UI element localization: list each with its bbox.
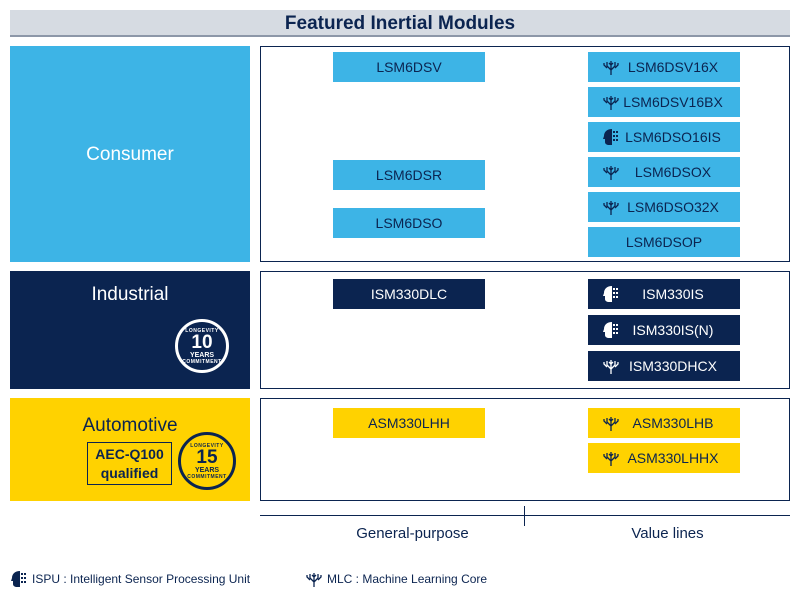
product-label: ASM330LHB bbox=[632, 415, 714, 431]
automotive-panel bbox=[260, 398, 790, 501]
longevity-10-badge: LONGEVITY 10 YEARS COMMITMENT bbox=[175, 319, 229, 373]
ispu-icon bbox=[10, 570, 28, 588]
mlc-icon bbox=[602, 198, 620, 216]
product-label: ASM330LHHX bbox=[627, 450, 719, 466]
mlc-icon bbox=[602, 357, 620, 375]
ispu-icon bbox=[602, 285, 620, 303]
product-lsm6dso16is[interactable]: LSM6DSO16IS bbox=[588, 122, 740, 152]
product-lsm6dsr[interactable]: LSM6DSR bbox=[333, 160, 485, 190]
product-lsm6dso32x[interactable]: LSM6DSO32X bbox=[588, 192, 740, 222]
badge-bottom: COMMITMENT bbox=[187, 473, 227, 480]
mlc-icon bbox=[602, 163, 620, 181]
legend-mlc-text: MLC : Machine Learning Core bbox=[327, 572, 488, 586]
segment-automotive: Automotive AEC-Q100 qualified LONGEVITY … bbox=[10, 398, 250, 501]
segment-label: Consumer bbox=[86, 144, 174, 165]
aec-line2: qualified bbox=[100, 465, 159, 481]
product-label: ISM330IS(N) bbox=[632, 322, 714, 338]
product-lsm6dsv16bx[interactable]: LSM6DSV16BX bbox=[588, 87, 740, 117]
mlc-icon bbox=[305, 570, 323, 588]
product-label: ISM330IS bbox=[642, 286, 704, 302]
segment-label: Industrial bbox=[91, 284, 169, 305]
ispu-icon bbox=[602, 128, 620, 146]
badge-years: 10 bbox=[191, 331, 213, 353]
product-label: LSM6DSO bbox=[375, 215, 443, 231]
ispu-icon bbox=[602, 321, 620, 339]
segment-industrial: Industrial LONGEVITY 10 YEARS COMMITMENT bbox=[10, 271, 250, 389]
product-lsm6dsv[interactable]: LSM6DSV bbox=[333, 52, 485, 82]
mlc-icon bbox=[602, 414, 620, 432]
segment-consumer: Consumer bbox=[10, 46, 250, 262]
product-label: ISM330DLC bbox=[370, 286, 448, 302]
product-label: ASM330LHH bbox=[368, 415, 450, 431]
mlc-icon bbox=[602, 93, 620, 111]
product-asm330lhb[interactable]: ASM330LHB bbox=[588, 408, 740, 438]
product-lsm6dsv16x[interactable]: LSM6DSV16X bbox=[588, 52, 740, 82]
legend-ispu: ISPU : Intelligent Sensor Processing Uni… bbox=[10, 570, 250, 588]
product-lsm6dsox[interactable]: LSM6DSOX bbox=[588, 157, 740, 187]
mlc-icon bbox=[602, 58, 620, 76]
page-title: Featured Inertial Modules bbox=[10, 10, 790, 37]
badge-unit: YEARS bbox=[189, 351, 215, 359]
product-lsm6dso[interactable]: LSM6DSO bbox=[333, 208, 485, 238]
product-label: LSM6DSV16X bbox=[627, 59, 719, 75]
badge-unit: YEARS bbox=[194, 466, 220, 474]
badge-top: LONGEVITY bbox=[185, 327, 219, 334]
industrial-panel bbox=[260, 271, 790, 389]
product-ism330dhcx[interactable]: ISM330DHCX bbox=[588, 351, 740, 381]
consumer-panel bbox=[260, 46, 790, 262]
legend-ispu-text: ISPU : Intelligent Sensor Processing Uni… bbox=[32, 572, 251, 586]
product-label: LSM6DSOP bbox=[625, 234, 703, 250]
product-label: LSM6DSV bbox=[376, 59, 442, 75]
axis-divider bbox=[524, 506, 525, 526]
product-asm330lhhx[interactable]: ASM330LHHX bbox=[588, 443, 740, 473]
product-lsm6dsop[interactable]: LSM6DSOP bbox=[588, 227, 740, 257]
product-label: LSM6DSR bbox=[375, 167, 443, 183]
badge-years: 15 bbox=[196, 446, 218, 468]
badge-bottom: COMMITMENT bbox=[182, 358, 222, 365]
product-asm330lhh[interactable]: ASM330LHH bbox=[333, 408, 485, 438]
product-label: LSM6DSO16IS bbox=[625, 129, 721, 145]
badge-top: LONGEVITY bbox=[190, 442, 224, 449]
product-label: LSM6DSO32X bbox=[627, 199, 719, 215]
aec-q100-box: AEC-Q100 qualified bbox=[87, 442, 172, 485]
axis-label-general: General-purpose bbox=[356, 525, 469, 542]
product-ism330is[interactable]: ISM330IS bbox=[588, 279, 740, 309]
product-ism330dlc[interactable]: ISM330DLC bbox=[333, 279, 485, 309]
product-label: ISM330DHCX bbox=[629, 358, 717, 374]
segment-label: Automotive bbox=[82, 415, 178, 436]
product-ism330isn[interactable]: ISM330IS(N) bbox=[588, 315, 740, 345]
longevity-15-badge: LONGEVITY 15 YEARS COMMITMENT bbox=[178, 432, 236, 490]
product-label: LSM6DSOX bbox=[634, 164, 712, 180]
axis-line bbox=[260, 515, 790, 516]
legend-mlc: MLC : Machine Learning Core bbox=[305, 570, 487, 588]
product-label: LSM6DSV16BX bbox=[623, 94, 723, 110]
aec-line1: AEC-Q100 bbox=[95, 446, 164, 462]
axis-label-value: Value lines bbox=[631, 525, 704, 542]
mlc-icon bbox=[602, 449, 620, 467]
